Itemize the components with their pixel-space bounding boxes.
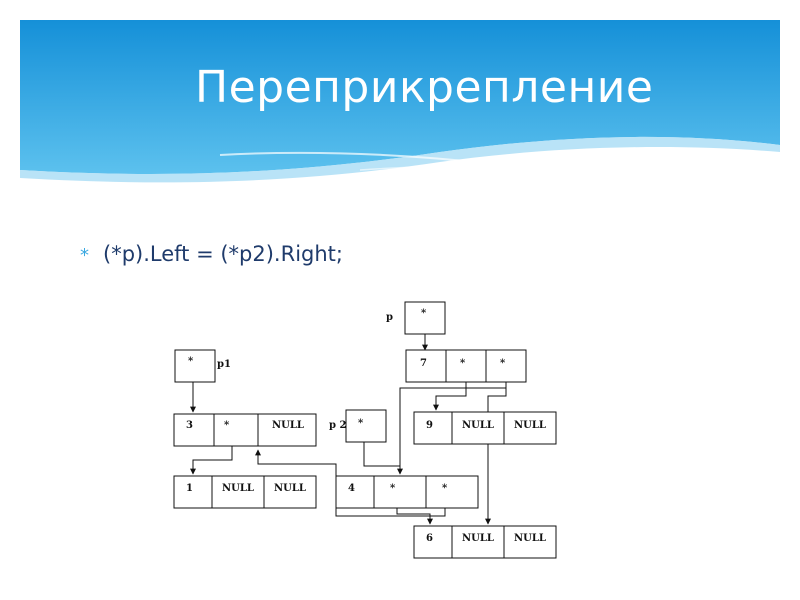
slide-title: Переприкрепление: [195, 62, 654, 113]
node-3-cell-0: 3: [186, 420, 193, 431]
pointer-p2-label: p 2: [329, 420, 346, 431]
node-6-cell-1: NULL: [462, 533, 494, 544]
node-1-cell-2: NULL: [274, 483, 306, 494]
bullet-star-icon: *: [80, 245, 89, 266]
node-7-cell-2: *: [500, 358, 506, 369]
node-1: 1 NULL NULL: [173, 475, 317, 509]
node-3-cell-1: *: [224, 420, 230, 431]
pointer-p1-label: p1: [217, 359, 231, 370]
pointer-p2: * p 2: [329, 409, 387, 443]
node-9: 9 NULL NULL: [413, 411, 557, 445]
node-1-cell-0: 1: [186, 483, 193, 494]
bullet-item: * (*p).Left = (*p2).Right;: [80, 242, 343, 266]
pointer-p: * p: [386, 301, 446, 335]
node-9-cell-0: 9: [426, 420, 433, 431]
node-9-cell-1: NULL: [462, 420, 494, 431]
node-4-cell-2: *: [442, 483, 448, 494]
node-6: 6 NULL NULL: [413, 525, 557, 559]
node-7-cell-1: *: [460, 358, 466, 369]
node-9-cell-2: NULL: [514, 420, 546, 431]
node-4: 4 * *: [335, 475, 479, 509]
arrow-p2-to-4: [363, 442, 403, 475]
node-3: 3 * NULL: [173, 413, 317, 447]
bullet-text: (*p).Left = (*p2).Right;: [103, 242, 343, 266]
node-6-cell-2: NULL: [514, 533, 546, 544]
node-7-cell-0: 7: [420, 358, 427, 369]
arrow-7left-to-9: [433, 382, 467, 411]
pointer-p1-value: *: [188, 356, 194, 367]
node-6-cell-0: 6: [426, 533, 433, 544]
arrow-4left-to-6: [396, 506, 433, 525]
header-banner: [20, 20, 780, 211]
arrow-3left-to-1: [190, 446, 233, 475]
pointer-p-label: p: [386, 312, 393, 323]
pointer-p-value: *: [421, 308, 427, 319]
node-3-cell-2: NULL: [272, 420, 304, 431]
node-1-cell-1: NULL: [222, 483, 254, 494]
node-4-cell-0: 4: [348, 483, 355, 494]
arrow-7-to-6: [485, 382, 507, 525]
pointer-p2-value: *: [358, 418, 364, 429]
node-4-cell-1: *: [390, 483, 396, 494]
node-7: 7 * *: [405, 349, 527, 383]
pointer-p1: * p1: [174, 349, 231, 383]
